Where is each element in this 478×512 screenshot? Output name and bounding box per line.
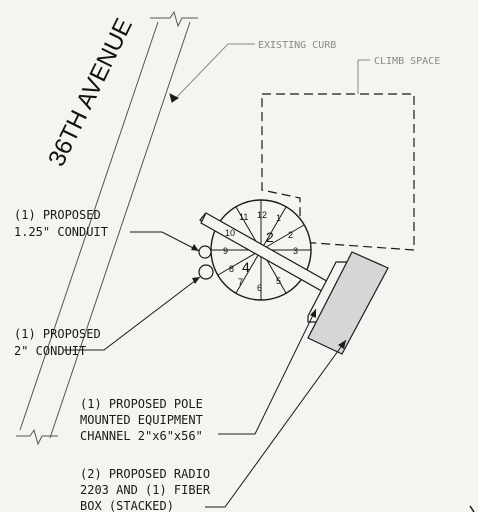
sector-3: 3 [293,246,298,256]
conduit-2-label: (1) PROPOSED 2" CONDUIT [14,327,101,358]
radio-fiber-label: (2) PROPOSED RADIO 2203 AND (1) FIBER BO… [80,467,211,512]
conduit-125-arrow [191,244,199,251]
sector-8: 8 [229,264,234,274]
break-symbol-bottom [16,428,58,446]
sector-4: 4 [242,259,250,275]
svg-text:CHANNEL 2"x6"x56": CHANNEL 2"x6"x56" [80,429,203,443]
sector-7: 7 [238,277,243,287]
svg-text:(1) PROPOSED: (1) PROPOSED [14,327,101,341]
sector-5: 5 [276,276,281,286]
svg-text:1.25" CONDUIT: 1.25" CONDUIT [14,225,108,239]
equipment-channel-leader [218,308,317,435]
svg-text:(1) PROPOSED: (1) PROPOSED [14,208,101,222]
conduit-2-circle [198,264,214,280]
curb-line-left [19,21,159,431]
sector-9: 9 [223,246,228,256]
existing-curb-arrow [169,93,179,103]
sector-6: 6 [257,283,262,293]
radio-fiber-box [307,251,389,355]
conduit-2-leader [64,276,201,351]
svg-text:MOUNTED EQUIPMENT: MOUNTED EQUIPMENT [80,413,203,427]
sector-2-label: 2 [266,229,274,245]
svg-text:2" CONDUIT: 2" CONDUIT [14,344,86,358]
sector-1: 1 [276,213,281,223]
equipment-channel-label: (1) PROPOSED POLE MOUNTED EQUIPMENT CHAN… [80,397,203,443]
svg-text:BOX (STACKED): BOX (STACKED) [80,499,174,512]
sector-12: 12 [257,210,267,220]
sector-2: 2 [288,230,293,240]
conduit-125-circle [198,245,212,259]
sector-10: 10 [225,228,235,238]
svg-text:(2) PROPOSED RADIO: (2) PROPOSED RADIO [80,467,210,481]
street-lines [16,10,198,446]
radio-fiber-arrow [338,340,346,349]
sector-11: 11 [239,212,248,222]
existing-curb-callout [169,43,255,103]
edge-fragment [469,505,475,512]
svg-text:(1) PROPOSED POLE: (1) PROPOSED POLE [80,397,203,411]
conduit-125-leader [130,231,200,252]
conduit-125-label: (1) PROPOSED 1.25" CONDUIT [14,208,108,239]
curb-line-right [49,21,191,439]
radio-fiber-leader [205,339,347,508]
climb-space-label: CLIMB SPACE [374,56,440,67]
break-symbol-top [150,10,198,28]
existing-curb-leader [171,43,255,103]
svg-text:2203 AND (1) FIBER: 2203 AND (1) FIBER [80,483,211,497]
pole-sector-numbers: 11 12 1 2 2 3 4 5 6 7 8 9 10 [223,210,298,293]
street-name: 36TH AVENUE [43,14,138,170]
radio-fiber-box-assembly [307,251,389,355]
existing-curb-label: EXISTING CURB [258,40,336,51]
conduit-2-arrow [192,277,200,284]
equipment-channel-arrow [310,309,316,318]
